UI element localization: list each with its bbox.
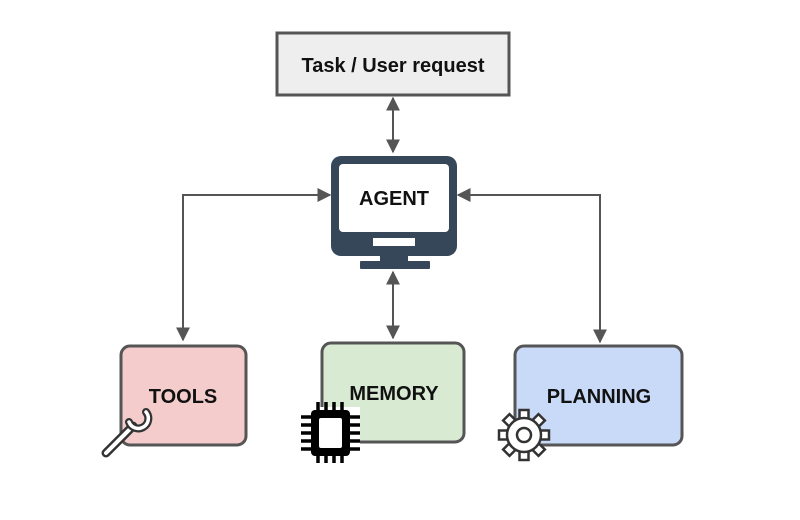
planning-label: PLANNING xyxy=(547,386,651,408)
arrow-agent-tools xyxy=(176,188,332,342)
memory-label: MEMORY xyxy=(349,383,439,405)
task-node: Task / User request xyxy=(275,31,511,97)
task-label: Task / User request xyxy=(301,55,484,77)
chip-icon xyxy=(300,402,360,463)
monitor-icon xyxy=(331,156,457,269)
wrench-icon xyxy=(101,408,153,458)
arrow-agent-planning xyxy=(456,188,607,344)
agent-node: AGENT xyxy=(331,156,457,269)
tools-label: TOOLS xyxy=(149,386,218,408)
agent-label: AGENT xyxy=(359,188,429,210)
planning-node: PLANNING xyxy=(513,344,684,447)
tools-node: TOOLS xyxy=(119,344,248,447)
gear-icon xyxy=(497,408,551,462)
